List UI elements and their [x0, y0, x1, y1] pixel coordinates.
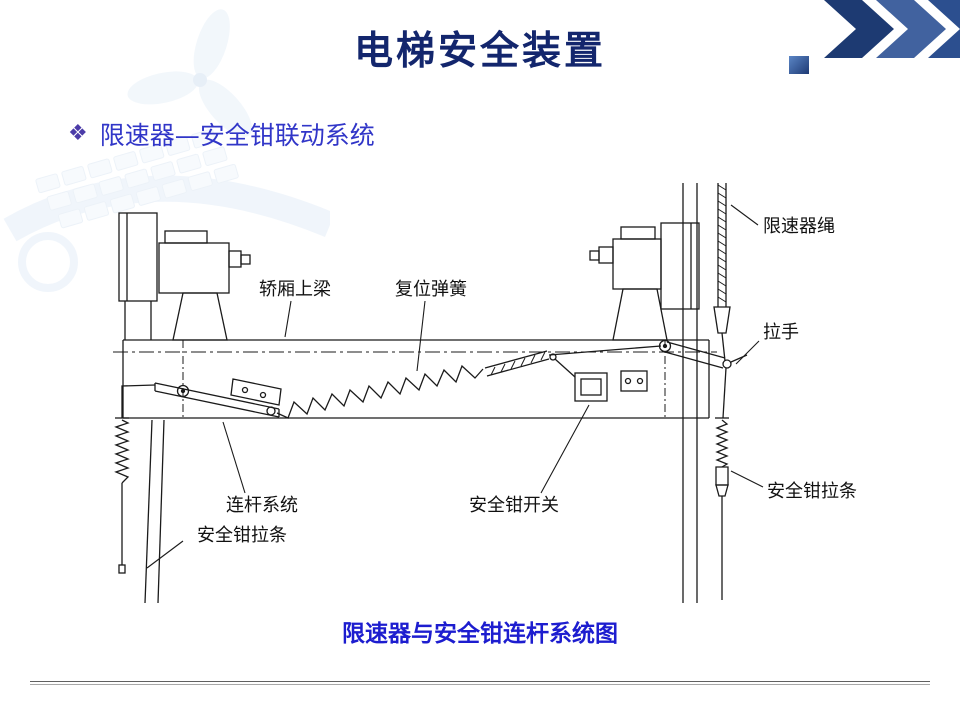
- left-safety-gear-drawing: [118, 212, 251, 341]
- label-linkage-system: 连杆系统: [226, 495, 298, 516]
- chevron-icon: [824, 0, 894, 58]
- label-safety-switch: 安全钳开关: [469, 495, 559, 516]
- reset-spring-drawing: [276, 345, 662, 419]
- label-left-safety-pull: 安全钳拉条: [197, 525, 287, 546]
- diagram-drawing: [113, 183, 764, 604]
- bullet-text: 限速器—安全钳联动系统: [99, 121, 375, 150]
- safety-switch-drawing: [549, 353, 648, 402]
- car-top-beam-drawing: [113, 339, 717, 419]
- slide-title: 电梯安全装置: [353, 29, 606, 74]
- guide-rails-drawing: [124, 183, 698, 604]
- diamond-bullet-icon: ❖: [68, 121, 88, 146]
- diagram-labels: 限速器绳 轿厢上梁 复位弹簧 拉手 连杆系统 安全钳拉条 安全钳开关 安全钳拉条: [197, 216, 857, 546]
- label-handle: 拉手: [763, 322, 799, 343]
- figure-caption: 限速器与安全钳连杆系统图: [342, 621, 618, 647]
- footer-divider-top: [30, 681, 930, 682]
- right-pull-rod-drawing: [715, 367, 729, 600]
- label-car-top-beam: 轿厢上梁: [259, 279, 331, 300]
- handle-lever-drawing: [658, 339, 748, 369]
- chevron-icon: [928, 0, 960, 58]
- leader-lines: [146, 204, 764, 569]
- footer-divider-bottom: [30, 684, 930, 685]
- label-right-safety-pull: 安全钳拉条: [767, 481, 857, 502]
- right-safety-gear-drawing: [589, 222, 700, 341]
- accent-square: [789, 56, 809, 74]
- chevron-icon: [876, 0, 946, 58]
- label-reset-spring: 复位弹簧: [395, 279, 467, 300]
- left-pull-rod-drawing: [114, 417, 130, 574]
- bullet-line: ❖ 限速器—安全钳联动系统: [68, 116, 375, 152]
- governor-rope-drawing: [713, 183, 731, 362]
- corner-chevrons-decoration: [824, 0, 960, 58]
- elevator-safety-diagram: 限速器绳 轿厢上梁 复位弹簧 拉手 连杆系统 安全钳拉条 安全钳开关 安全钳拉条: [113, 183, 857, 604]
- linkage-drawing: [121, 378, 282, 418]
- label-governor-rope: 限速器绳: [763, 216, 835, 237]
